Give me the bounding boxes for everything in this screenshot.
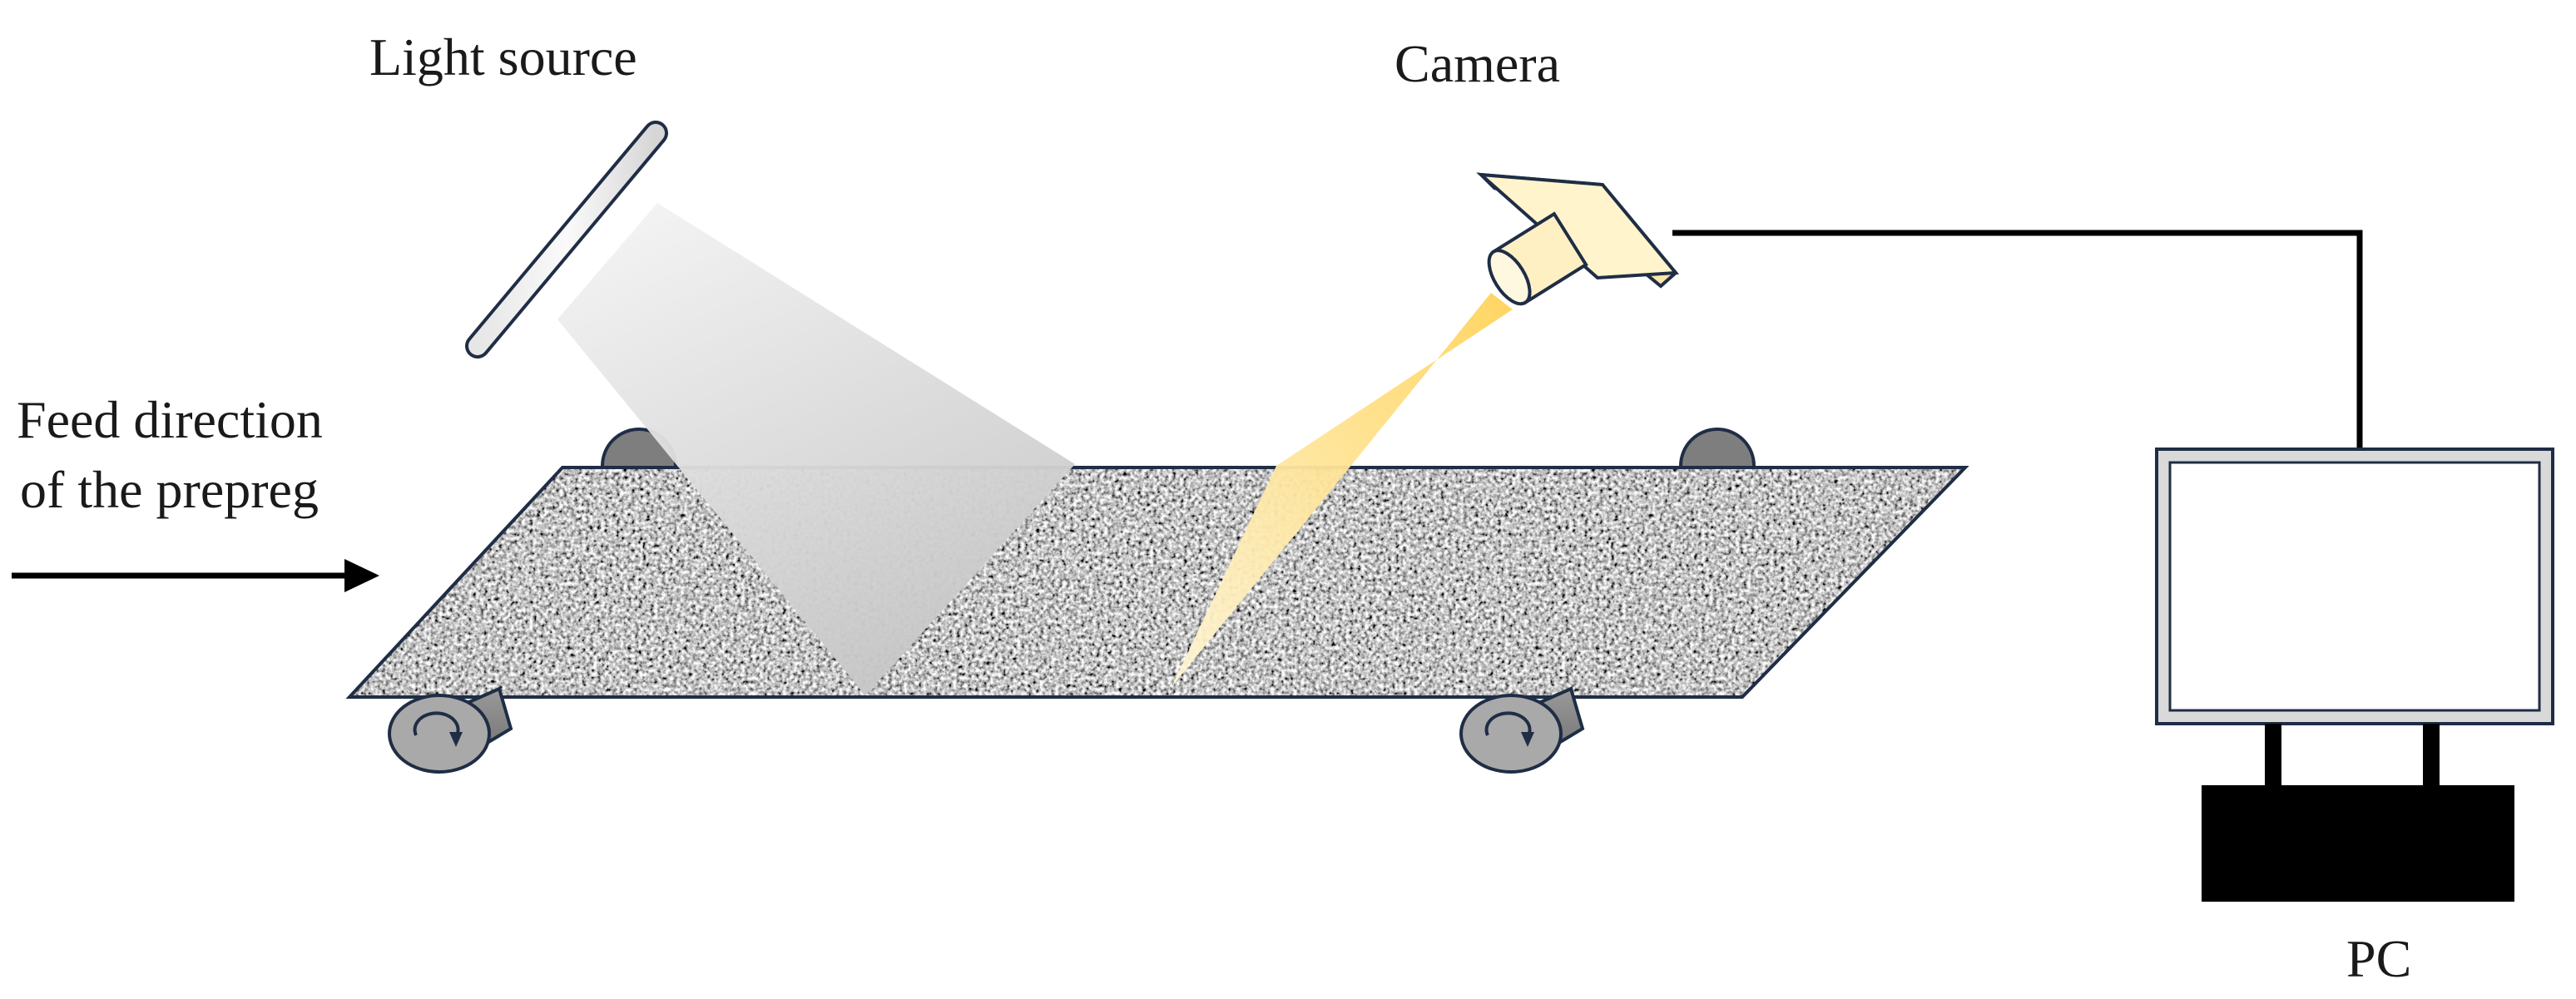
light-beam [557,203,1075,695]
pc-label: PC [2346,929,2411,988]
feed-direction-label-line2: of the prepreg [20,460,319,519]
feed-direction-label-line1: Feed direction [17,390,323,449]
rotation-arrow-icon [1484,711,1534,747]
camera-icon [1476,172,1680,306]
light-source-label: Light source [369,27,637,87]
pc-box [2202,785,2514,902]
camera-label: Camera [1395,34,1560,93]
rotation-arrow-icon [413,711,463,747]
front-roller-right [1459,686,1585,774]
light-source-tube [465,121,668,359]
prepreg-sheet [345,466,1969,699]
front-roller-left [388,686,513,774]
camera-cable [1672,230,2363,449]
pc-monitor [2155,448,2554,785]
arrow-right-icon [12,559,379,592]
